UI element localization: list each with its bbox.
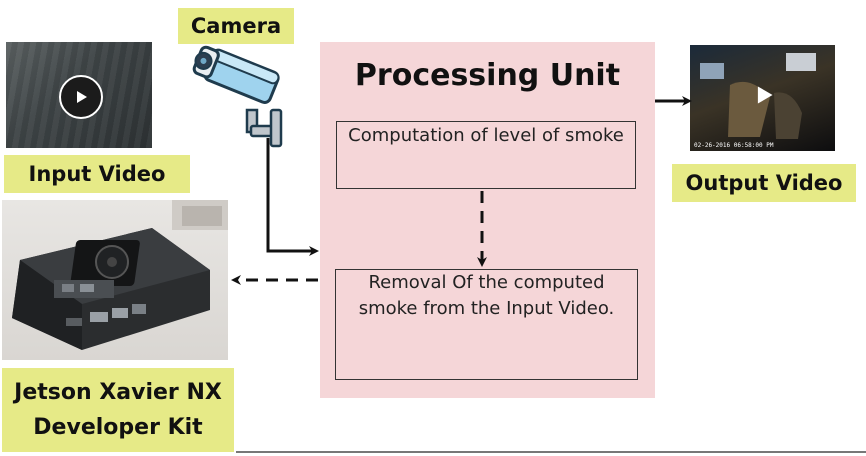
input-video-label: Input Video bbox=[4, 155, 190, 193]
jetson-kit-photo bbox=[2, 200, 228, 360]
play-icon[interactable] bbox=[59, 75, 103, 119]
jetson-kit-label-line2: Developer Kit bbox=[33, 415, 203, 440]
camera-label-text: Camera bbox=[190, 14, 282, 38]
step-computation-text: Computation of level of smoke bbox=[348, 125, 624, 146]
play-triangle-icon bbox=[757, 86, 773, 104]
jetson-device-icon bbox=[12, 200, 228, 350]
processing-unit-title: Processing Unit bbox=[354, 58, 621, 93]
processing-unit-panel bbox=[320, 42, 655, 398]
step-removal-box: Removal Of the computed smoke from the I… bbox=[335, 269, 638, 380]
jetson-kit-label: Jetson Xavier NX Developer Kit bbox=[2, 368, 234, 452]
step-removal-text: Removal Of the computed smoke from the I… bbox=[358, 272, 615, 320]
output-video-label-text: Output Video bbox=[685, 171, 843, 195]
input-video-label-text: Input Video bbox=[28, 162, 166, 186]
camera-label: Camera bbox=[178, 8, 294, 44]
jetson-kit-label-line1: Jetson Xavier NX bbox=[14, 379, 222, 405]
play-triangle-icon bbox=[77, 91, 87, 103]
output-video-timestamp: 02-26-2016 06:58:00 PM bbox=[694, 142, 774, 149]
output-video-label: Output Video bbox=[672, 164, 856, 202]
play-icon[interactable] bbox=[744, 75, 784, 115]
cctv-camera-icon bbox=[192, 45, 283, 148]
output-video-thumbnail[interactable]: 02-26-2016 06:58:00 PM bbox=[690, 45, 835, 151]
step-computation-box: Computation of level of smoke bbox=[336, 121, 636, 189]
input-video-thumbnail[interactable] bbox=[6, 42, 152, 148]
camera-to-processing-arrow bbox=[266, 138, 319, 256]
